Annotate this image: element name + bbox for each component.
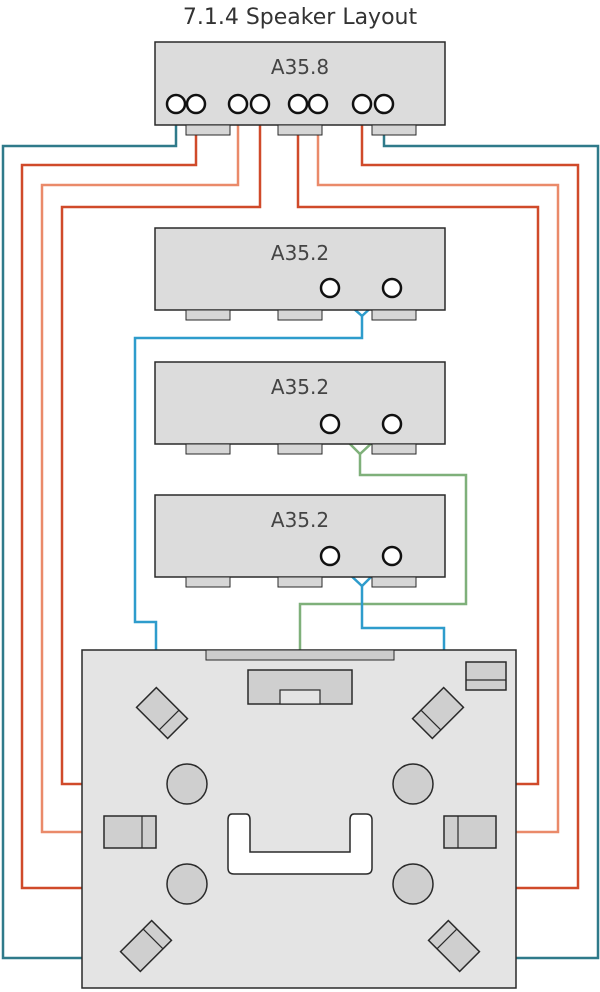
output-terminal <box>319 413 341 435</box>
amp-foot <box>277 443 323 455</box>
output-terminal <box>227 93 249 115</box>
diagram-title: 7.1.4 Speaker Layout <box>183 5 418 30</box>
amplifier-a35-2-second: A35.2 <box>154 361 446 455</box>
front-right-speaker <box>392 763 434 805</box>
wire-red-left-surround <box>20 104 198 890</box>
output-terminal <box>319 277 341 299</box>
output-terminal <box>373 93 395 115</box>
output-terminal <box>287 93 309 115</box>
output-terminal <box>351 93 373 115</box>
output-terminal <box>381 413 403 435</box>
front-left-speaker <box>166 763 208 805</box>
side-left-speaker <box>103 815 157 849</box>
amplifier-a35-8: A35.8 <box>154 41 446 136</box>
output-terminal <box>249 93 271 115</box>
amp-foot <box>371 309 417 321</box>
surround-left-speaker <box>166 863 208 905</box>
listening-room <box>81 649 517 989</box>
amp-foot <box>277 309 323 321</box>
output-terminal <box>381 545 403 567</box>
center-speaker <box>247 669 353 705</box>
output-terminal <box>307 93 329 115</box>
amplifier-label: A35.2 <box>271 508 329 532</box>
amp-foot <box>371 124 417 136</box>
front-height-left-speaker <box>135 686 189 740</box>
rear-height-left-speaker <box>119 919 173 973</box>
amp-foot <box>185 309 231 321</box>
amplifier-label: A35.2 <box>271 375 329 399</box>
amplifier-label: A35.8 <box>271 55 329 79</box>
wire-green-amp3-run <box>298 454 468 676</box>
screen <box>205 649 395 661</box>
amp-foot <box>277 576 323 588</box>
amp-foot <box>371 443 417 455</box>
output-terminal <box>319 545 341 567</box>
side-right-speaker <box>443 815 497 849</box>
amplifier-a35-2-third: A35.2 <box>154 494 446 588</box>
couch <box>227 813 373 875</box>
amp-foot <box>277 124 323 136</box>
amplifier-a35-2-first: A35.2 <box>154 227 446 321</box>
output-terminal <box>185 93 207 115</box>
front-height-right-speaker <box>411 686 465 740</box>
wire-salmon-left-side <box>40 104 240 834</box>
wire-teal-left <box>1 104 178 960</box>
output-terminal <box>165 93 187 115</box>
amp-foot <box>185 443 231 455</box>
rear-height-right-speaker <box>427 919 481 973</box>
wire-blue-amp2-run <box>133 316 364 690</box>
amp-foot <box>371 576 417 588</box>
subwoofer <box>465 661 507 691</box>
amplifier-label: A35.2 <box>271 241 329 265</box>
amp-foot <box>185 576 231 588</box>
output-terminal <box>381 277 403 299</box>
wire-salmon-right-side <box>316 104 560 834</box>
surround-right-speaker <box>392 863 434 905</box>
amp-foot <box>185 124 231 136</box>
wire-red-right-surround <box>360 104 580 890</box>
